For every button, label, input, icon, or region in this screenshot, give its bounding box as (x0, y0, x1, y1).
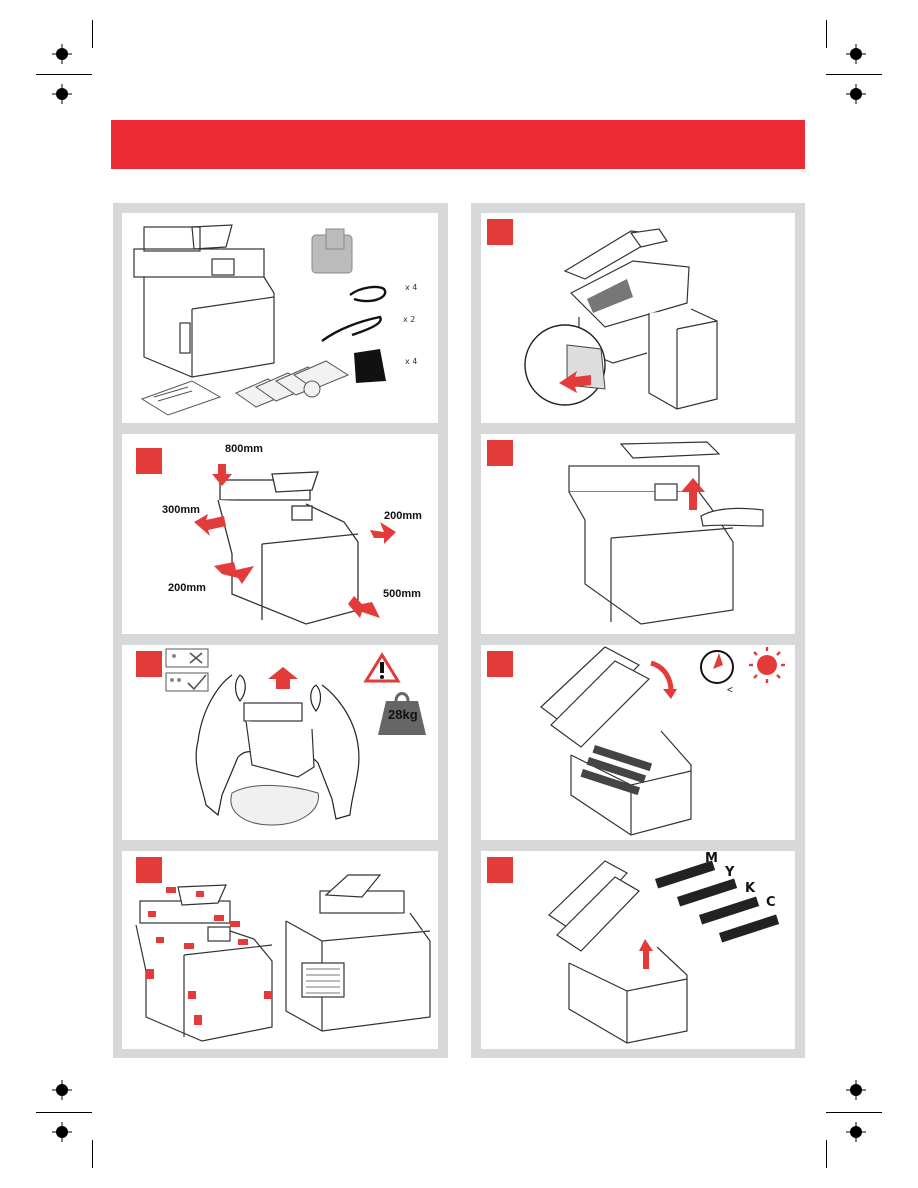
toner-label-yellow: Y (725, 865, 734, 880)
scanner-lock-illustration (481, 213, 795, 423)
registration-mark-bottom-right-2 (846, 1122, 866, 1142)
registration-mark-top-right (846, 44, 866, 64)
panel-box-contents: x 4 x 2 x 4 (122, 213, 438, 423)
quantity-label-cable: x 2 (403, 315, 415, 324)
open-cover-illustration: < (481, 645, 795, 840)
panel-raise-scanner (481, 434, 795, 634)
trim-line (826, 1140, 827, 1168)
panel-clearance: 800mm 300mm 200mm 200mm 500mm (122, 434, 438, 634)
quantity-label-bags: x 4 (405, 357, 417, 366)
header-banner (111, 120, 805, 169)
trim-line (826, 74, 882, 75)
registration-mark-bottom-right (846, 1080, 866, 1100)
quantity-label-clips: x 4 (405, 283, 417, 292)
clearance-top-label: 800mm (225, 443, 263, 455)
registration-mark-top-right-2 (846, 84, 866, 104)
raise-scanner-illustration (481, 434, 795, 634)
registration-mark-bottom-left-2 (52, 1122, 72, 1142)
panel-open-top-cover: < (481, 645, 795, 840)
panel-two-person-lift: 28kg (122, 645, 438, 840)
registration-mark-top-left (52, 44, 72, 64)
registration-mark-bottom-left (52, 1080, 72, 1100)
clearance-right-label: 200mm (384, 510, 422, 522)
weight-label: 28kg (388, 707, 418, 722)
toner-label-black: K (745, 881, 755, 896)
panel-remove-tape (122, 851, 438, 1049)
panel-install-toner: M Y K C (481, 851, 795, 1049)
svg-text:<: < (727, 685, 733, 696)
trim-line (36, 74, 92, 75)
trim-line (92, 20, 93, 48)
clearance-illustration (122, 434, 438, 634)
registration-mark-top-left-2 (52, 84, 72, 104)
clearance-front-right-label: 500mm (383, 588, 421, 600)
trim-line (92, 1140, 93, 1168)
toner-label-magenta: M (705, 851, 718, 866)
trim-line (826, 1112, 882, 1113)
panel-unlock-scanner (481, 213, 795, 423)
trim-line (826, 20, 827, 48)
toner-label-cyan: C (766, 895, 776, 910)
lift-illustration (122, 645, 438, 840)
clearance-left-label: 300mm (162, 504, 200, 516)
clearance-front-left-label: 200mm (168, 582, 206, 594)
trim-line (36, 1112, 92, 1113)
tape-removal-illustration (122, 851, 438, 1049)
printer-contents-illustration (122, 213, 438, 423)
